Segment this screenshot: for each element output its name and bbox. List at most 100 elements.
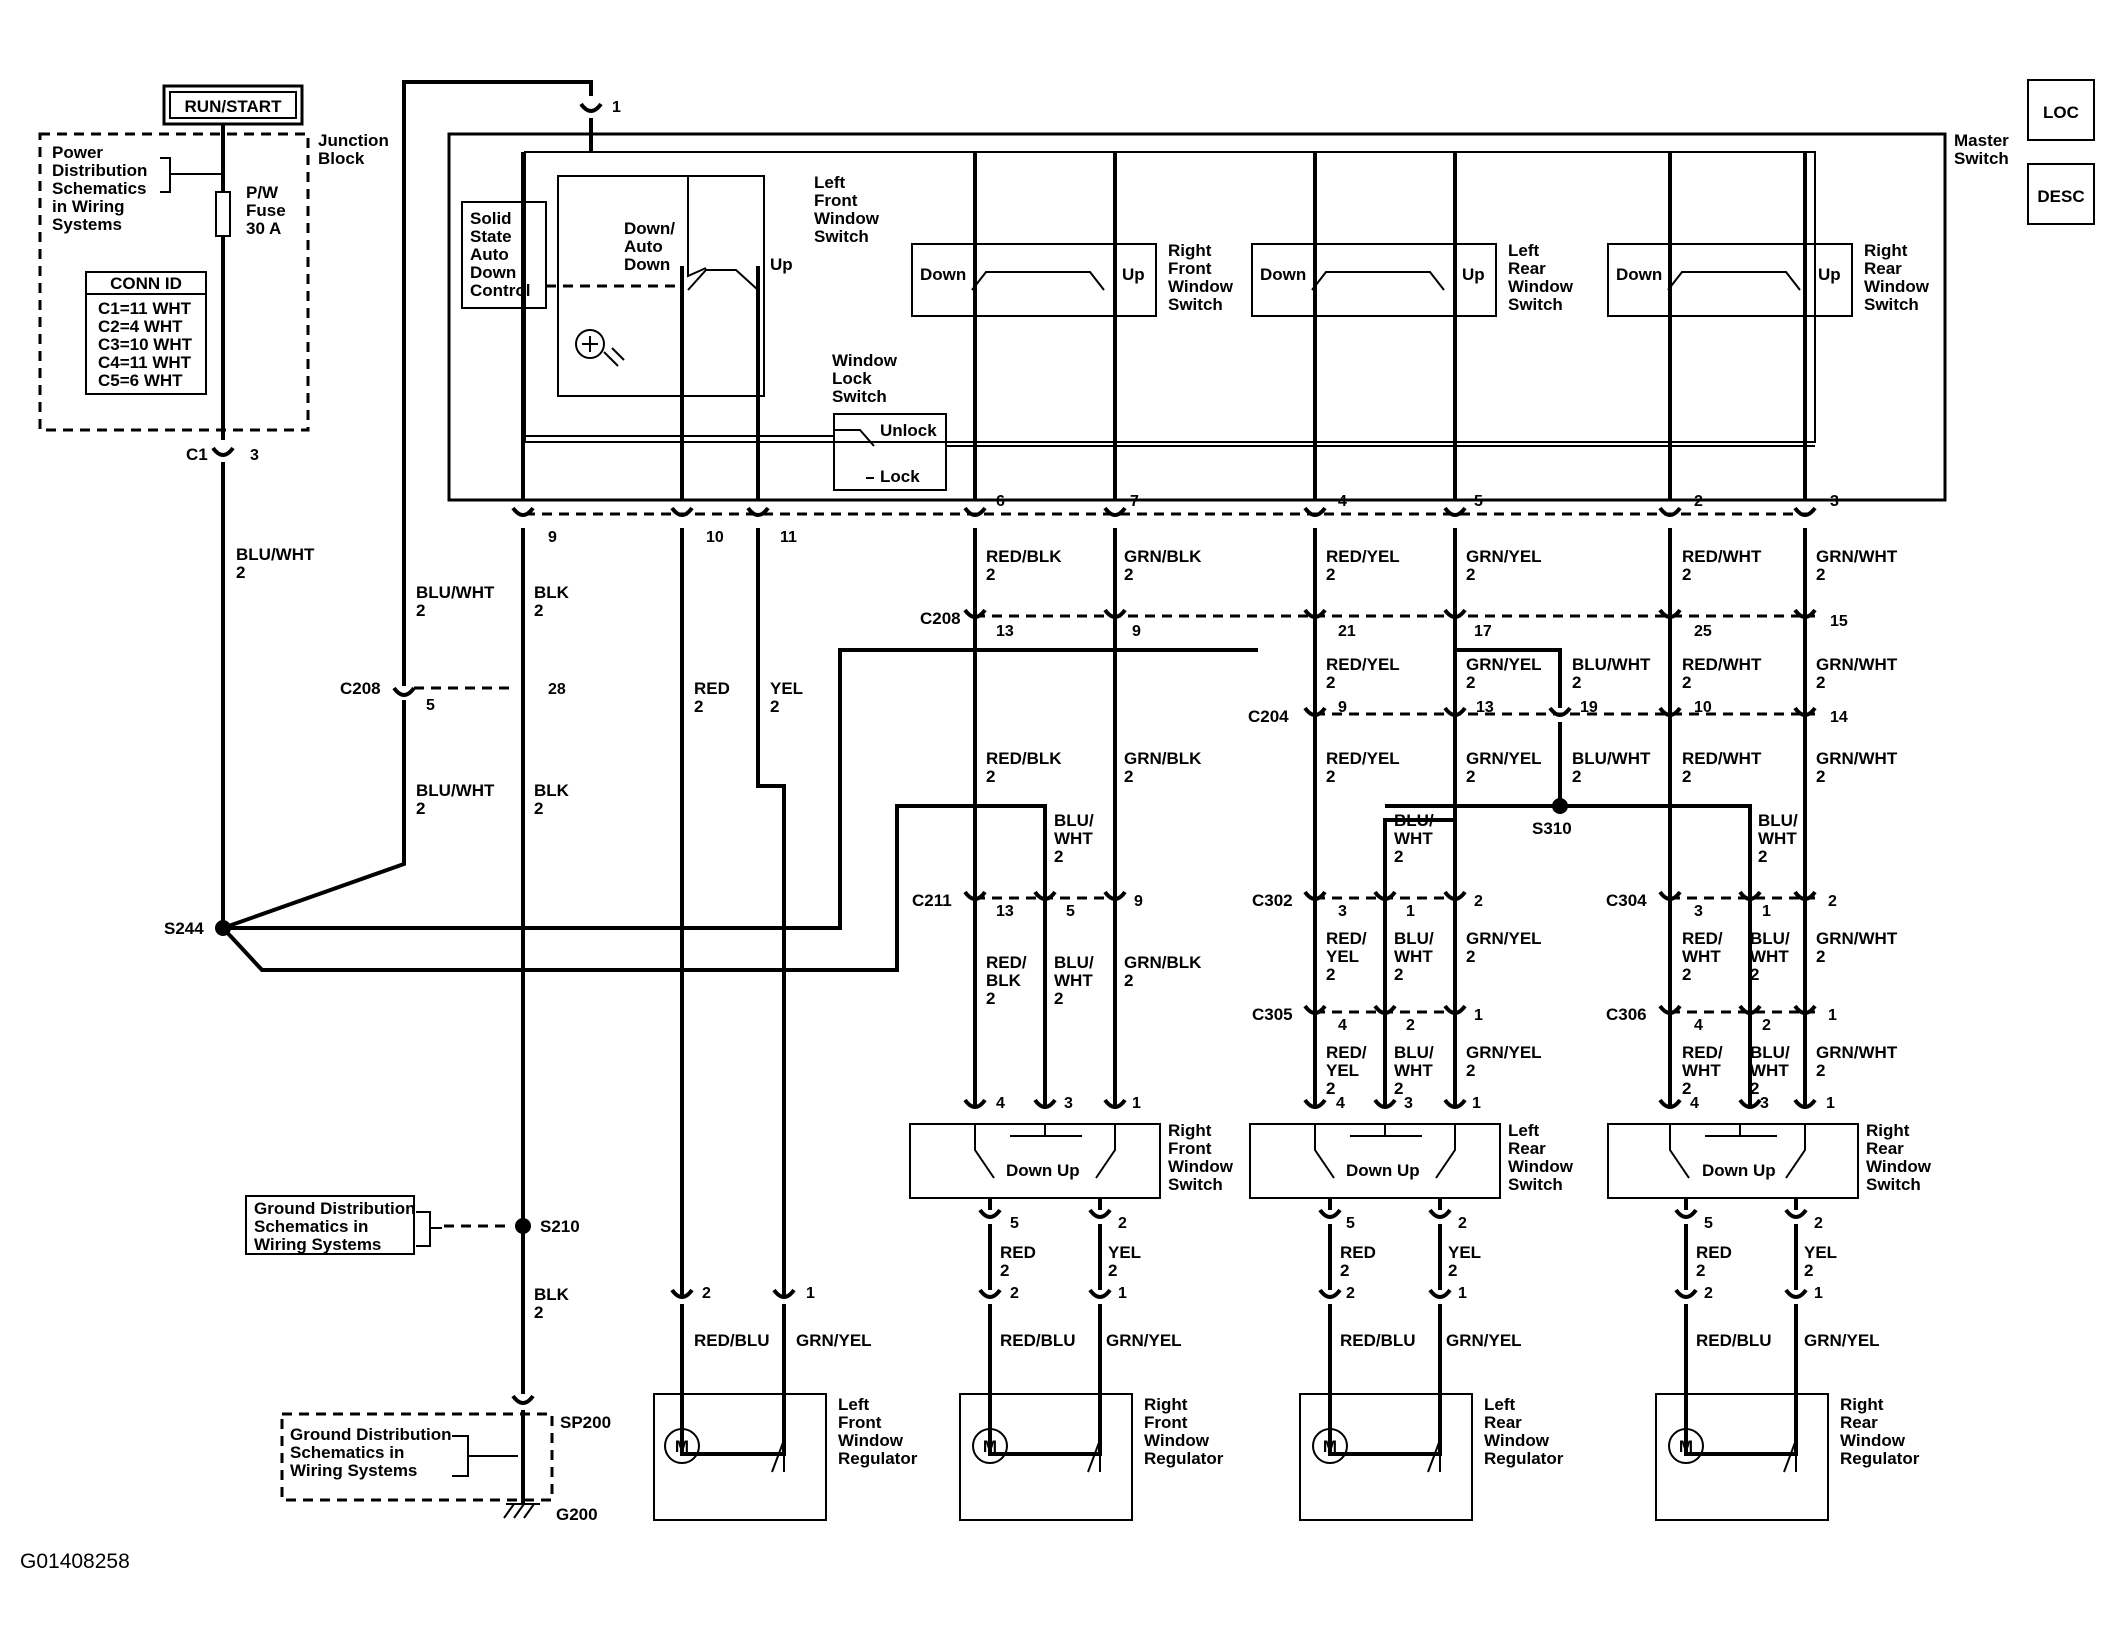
diagram-label: Rear	[1840, 1413, 1878, 1432]
diagram-label: YEL	[1448, 1243, 1481, 1262]
diagram-label: BLK	[986, 971, 1022, 990]
diagram-label: BLU/	[1054, 811, 1094, 830]
diagram-label: Window	[1864, 277, 1930, 296]
diagram-label: C305	[1252, 1005, 1293, 1024]
diagram-label: BLU/WHT	[236, 545, 315, 564]
diagram-label: 15	[1830, 613, 1848, 630]
diagram-label: GRN/WHT	[1816, 929, 1898, 948]
master-switch-connector-pins	[511, 506, 1817, 517]
diagram-label: RED/BLU	[694, 1331, 770, 1350]
diagram-label: 2	[1124, 565, 1133, 584]
diagram-label: Window	[1508, 1157, 1574, 1176]
diagram-label: BLU/WHT	[1572, 749, 1651, 768]
diagram-label: LOC	[2043, 103, 2079, 122]
diagram-label: Left	[814, 173, 846, 192]
diagram-label: 1	[1814, 1285, 1823, 1302]
diagram-label: GRN/BLK	[1124, 547, 1202, 566]
diagram-label: WHT	[1758, 829, 1797, 848]
diagram-label: 30 A	[246, 219, 281, 238]
diagram-label: 2	[1326, 565, 1335, 584]
lower-wiring: 5 2 RED 2 YEL 2 2 1 5 2 RED 2 YEL 2 2 1 …	[670, 1198, 1837, 1456]
diagram-label: C208	[920, 609, 961, 628]
diagram-label: Auto	[624, 237, 663, 256]
diagram-label: Junction	[318, 131, 389, 150]
diagram-label: 2	[1010, 1285, 1019, 1302]
diagram-label: 5	[1474, 493, 1483, 510]
diagram-label: RED/WHT	[1682, 655, 1762, 674]
diagram-label: 2	[1124, 767, 1133, 786]
diagram-label: 2	[1682, 565, 1691, 584]
diagram-label: GRN/YEL	[1446, 1331, 1522, 1350]
diagram-label: 2	[1572, 767, 1581, 786]
diagram-label: State	[470, 227, 512, 246]
diagram-label: Switch	[1864, 295, 1919, 314]
diagram-label: 1	[1828, 1007, 1837, 1024]
diagram-label: RED/YEL	[1326, 547, 1400, 566]
diagram-label: 17	[1474, 623, 1492, 640]
diagram-label: 2	[1750, 965, 1759, 984]
diagram-label: Regulator	[1484, 1449, 1564, 1468]
diagram-label: C302	[1252, 891, 1293, 910]
diagram-label: 2	[1682, 1079, 1691, 1098]
diagram-label: M	[1323, 1437, 1337, 1456]
diagram-label: M	[675, 1437, 689, 1456]
diagram-label: GRN/WHT	[1816, 749, 1898, 768]
diagram-label: RED	[1000, 1243, 1036, 1262]
diagram-label: RED/	[1682, 929, 1723, 948]
diagram-label: 2	[534, 799, 543, 818]
diagram-label: 1	[1406, 903, 1415, 920]
diagram-label: SP200	[560, 1413, 611, 1432]
diagram-label: Switch	[1954, 149, 2009, 168]
diagram-label: S310	[1532, 819, 1572, 838]
right-front-window-regulator: M Right Front Window Regulator	[959, 1393, 1224, 1521]
diagram-label: Switch	[1168, 295, 1223, 314]
diagram-label: Regulator	[838, 1449, 918, 1468]
diagram-label: Left	[838, 1395, 870, 1414]
diagram-label: BLU/	[1750, 929, 1790, 948]
diagram-label: 2	[1458, 1215, 1467, 1232]
diagram-label: C208	[340, 679, 381, 698]
diagram-label: YEL	[1804, 1243, 1837, 1262]
diagram-label: Left	[1484, 1395, 1516, 1414]
diagram-label: 2	[1828, 893, 1837, 910]
diagram-label: WHT	[1054, 829, 1093, 848]
diagram-label: 1	[1474, 1007, 1483, 1024]
diagram-label: 6	[996, 493, 1005, 510]
diagram-label: BLU/	[1750, 1043, 1790, 1062]
diagram-label: 4	[1338, 493, 1347, 510]
junction-block: Junction Block Power Distribution Schema…	[38, 131, 389, 432]
diagram-label: 5	[1346, 1215, 1355, 1232]
diagram-label: 2	[1466, 565, 1475, 584]
diagram-label: RED/BLU	[1696, 1331, 1772, 1350]
diagram-label: GRN/YEL	[1804, 1331, 1880, 1350]
diagram-label: 2	[1682, 767, 1691, 786]
diagram-label: 7	[1130, 493, 1139, 510]
left-front-window-switch: Left Front Window Switch Down/ Auto Down…	[557, 173, 880, 397]
left-rear-window-switch-internal: Down Up Left Rear Window Switch	[1251, 241, 1574, 317]
diagram-label: 2	[1758, 847, 1767, 866]
diagram-label: RED/	[1326, 1043, 1367, 1062]
diagram-label: S210	[540, 1217, 580, 1236]
diagram-label: in Wiring	[52, 197, 125, 216]
diagram-label: 14	[1830, 709, 1848, 726]
diagram-label: 9	[1338, 699, 1347, 716]
diagram-label: RED/YEL	[1326, 655, 1400, 674]
diagram-label: Down	[1616, 265, 1662, 284]
run-start-label: RUN/START	[162, 84, 304, 126]
diagram-label: C1	[186, 445, 208, 464]
diagram-label: 2	[1466, 1061, 1475, 1080]
diagram-label: RED/BLU	[1340, 1331, 1416, 1350]
diagram-label: 2	[1750, 1079, 1759, 1098]
conn-id-table: CONN ID C1=11 WHT C2=4 WHT C3=10 WHT C4=…	[85, 271, 207, 395]
diagram-label: GRN/YEL	[1466, 655, 1542, 674]
loc-badge[interactable]: LOC	[2027, 79, 2095, 141]
diagram-label: Window	[1168, 1157, 1234, 1176]
diagram-label: GRN/WHT	[1816, 547, 1898, 566]
diagram-label: Up	[1462, 265, 1485, 284]
diagram-label: C3=10 WHT	[98, 335, 193, 354]
diagram-label: 2	[1816, 673, 1825, 692]
desc-badge[interactable]: DESC	[2027, 163, 2095, 225]
diagram-label: Down Up	[1702, 1161, 1776, 1180]
diagram-label: Rear	[1508, 259, 1546, 278]
diagram-label: 2	[1326, 767, 1335, 786]
